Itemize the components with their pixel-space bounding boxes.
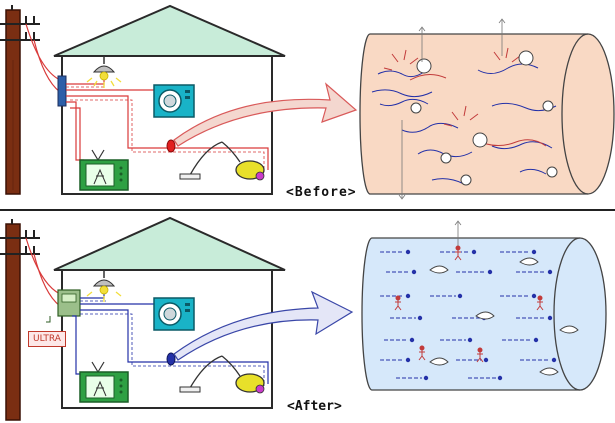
before-caption: <Before> [286, 185, 357, 200]
vacuum-cleaner-icon [179, 141, 265, 181]
curved-arrow-icon [173, 290, 354, 361]
ceiling-lamp-icon [86, 56, 122, 88]
after-panel: <After> [0, 216, 607, 421]
after-caption: <After> [287, 399, 342, 414]
outlet-before-icon [166, 139, 176, 153]
curved-arrow-icon [173, 82, 358, 147]
outlet-after-icon [166, 352, 176, 366]
ultra-device-label: ULTRA [28, 331, 66, 347]
vacuum-cleaner-icon [179, 355, 265, 394]
breaker-box-icon [57, 75, 67, 107]
utility-pole-icon [0, 219, 40, 421]
television-icon [79, 361, 129, 403]
utility-pole-icon [0, 5, 40, 195]
washing-machine-icon [153, 297, 195, 331]
ceiling-lamp-icon [86, 270, 122, 302]
pipe-cross-section-icon [361, 220, 607, 391]
washing-machine-icon [153, 84, 195, 118]
before-panel: <Before> [0, 4, 615, 200]
television-icon [79, 149, 129, 191]
ultra-device-icon [46, 289, 81, 323]
pipe-cross-section-icon [359, 18, 615, 200]
